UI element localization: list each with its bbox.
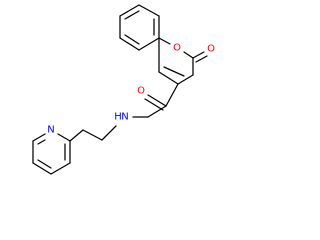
bond	[57, 133, 71, 142]
bond	[192, 51, 205, 59]
double-bond-inner	[163, 66, 185, 77]
ring-oxygen-label: O	[173, 43, 181, 54]
double-bond-inner	[124, 34, 140, 45]
bond	[138, 4, 160, 17]
bond	[69, 129, 84, 142]
bond	[32, 133, 46, 142]
amide-carbonyl-oxygen-label: O	[137, 86, 145, 97]
acetamide-chain	[132, 83, 179, 118]
amide-hydrogen-label: H	[114, 112, 122, 123]
molecule-canvas: O O O N H N	[32, 4, 216, 175]
double-bond-inner	[37, 159, 52, 169]
bond	[158, 71, 179, 85]
bond	[119, 4, 140, 17]
pyridine-nitrogen-label: N	[47, 125, 54, 136]
bond	[144, 98, 164, 111]
bond	[183, 51, 194, 59]
pyridine-ring	[32, 133, 71, 175]
bond	[147, 94, 167, 107]
double-bond-inner	[124, 10, 140, 20]
lactone-carbonyl-oxygen-label: O	[207, 44, 215, 55]
bond	[158, 37, 171, 45]
bond	[32, 162, 52, 175]
chemical-structure: O O O N H N	[32, 4, 215, 175]
bond	[82, 129, 103, 141]
bond	[165, 83, 179, 107]
amide-nitrogen-label: N	[121, 112, 128, 123]
bond	[177, 74, 194, 85]
bond	[119, 37, 140, 51]
ethyl-linker	[69, 125, 117, 142]
bond	[147, 105, 167, 118]
pyranone-ring	[158, 37, 208, 85]
double-bond-inner	[37, 139, 46, 145]
benzo-ring	[119, 4, 160, 51]
bond	[101, 125, 117, 141]
bond	[50, 162, 71, 175]
bond	[195, 55, 208, 63]
bond	[138, 37, 160, 51]
